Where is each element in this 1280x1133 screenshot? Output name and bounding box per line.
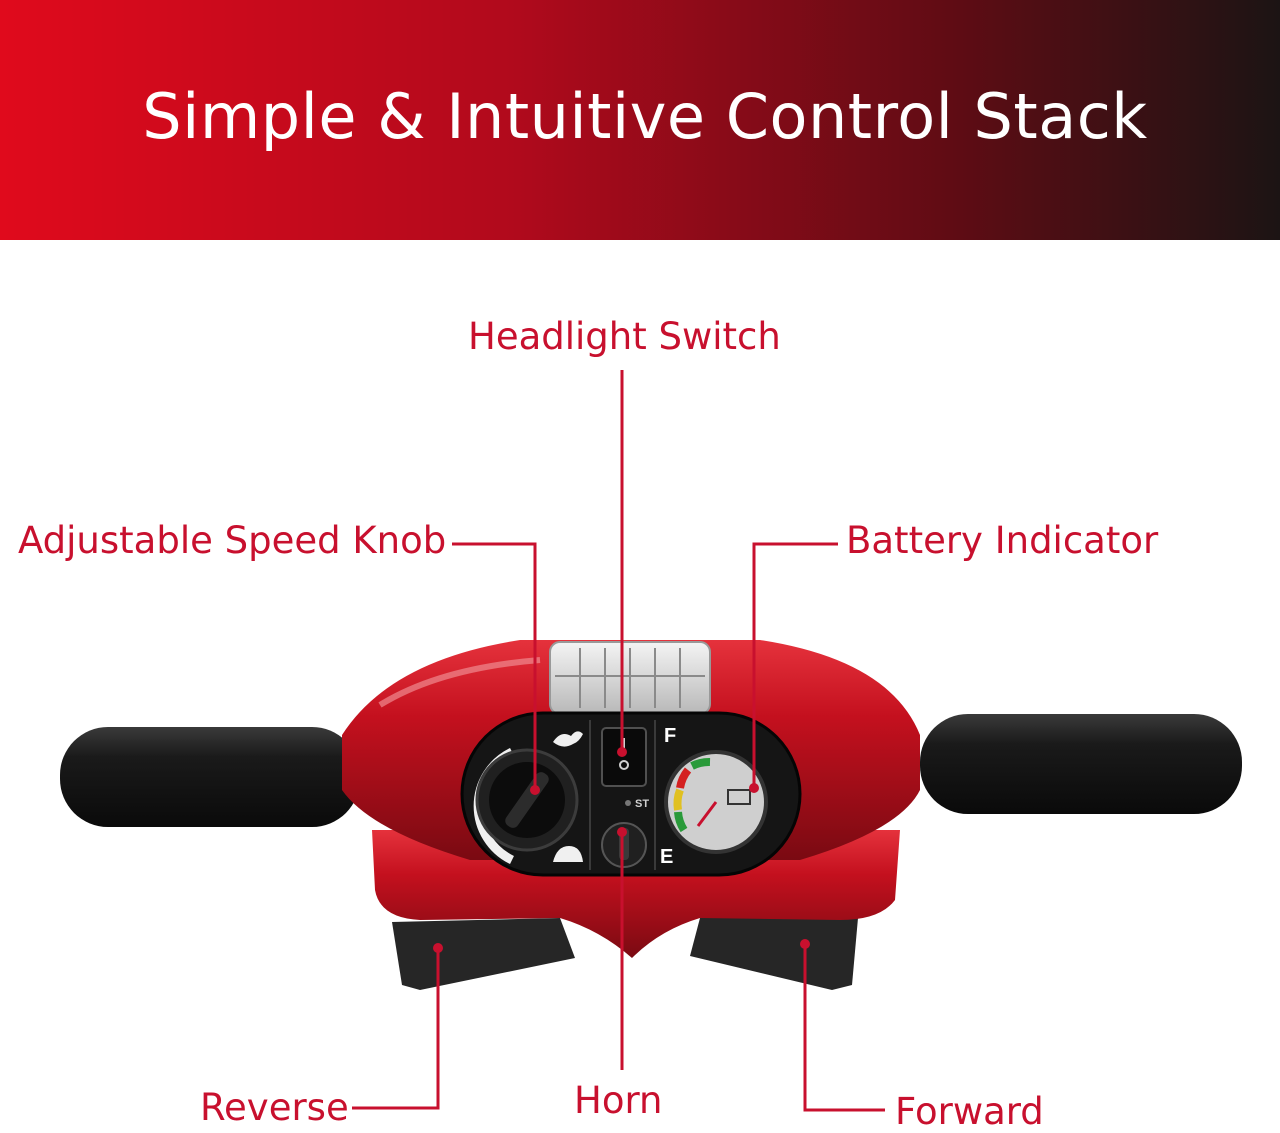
turtle-icon (553, 846, 583, 862)
speed-knob-label: Adjustable Speed Knob (18, 519, 447, 562)
headlight-toggle-switch[interactable] (601, 727, 647, 787)
battery-gauge (664, 750, 768, 854)
reverse-paddle (392, 918, 575, 990)
horn-label: Horn (574, 1079, 663, 1122)
forward-paddle (690, 918, 858, 990)
st-marking: ST (635, 798, 649, 810)
left-handle-grip (60, 727, 360, 827)
right-handle-grip (920, 714, 1242, 814)
reverse-leader (352, 952, 440, 1110)
callout-lines (352, 370, 885, 1112)
full-marking: F (664, 725, 676, 747)
speed-knob-leader (452, 542, 537, 790)
rabbit-icon (553, 731, 583, 747)
battery-indicator-label: Battery Indicator (846, 519, 1159, 562)
battery-leader (752, 542, 838, 788)
reverse-label: Reverse (200, 1086, 349, 1129)
battery-icon (727, 789, 751, 805)
empty-marking: E (660, 846, 673, 868)
headlight-switch-label: Headlight Switch (468, 315, 781, 358)
header-banner: Simple & Intuitive Control Stack (0, 0, 1280, 240)
forward-leader (803, 948, 885, 1112)
forward-label: Forward (895, 1090, 1044, 1133)
page-title: Simple & Intuitive Control Stack (142, 80, 1148, 153)
